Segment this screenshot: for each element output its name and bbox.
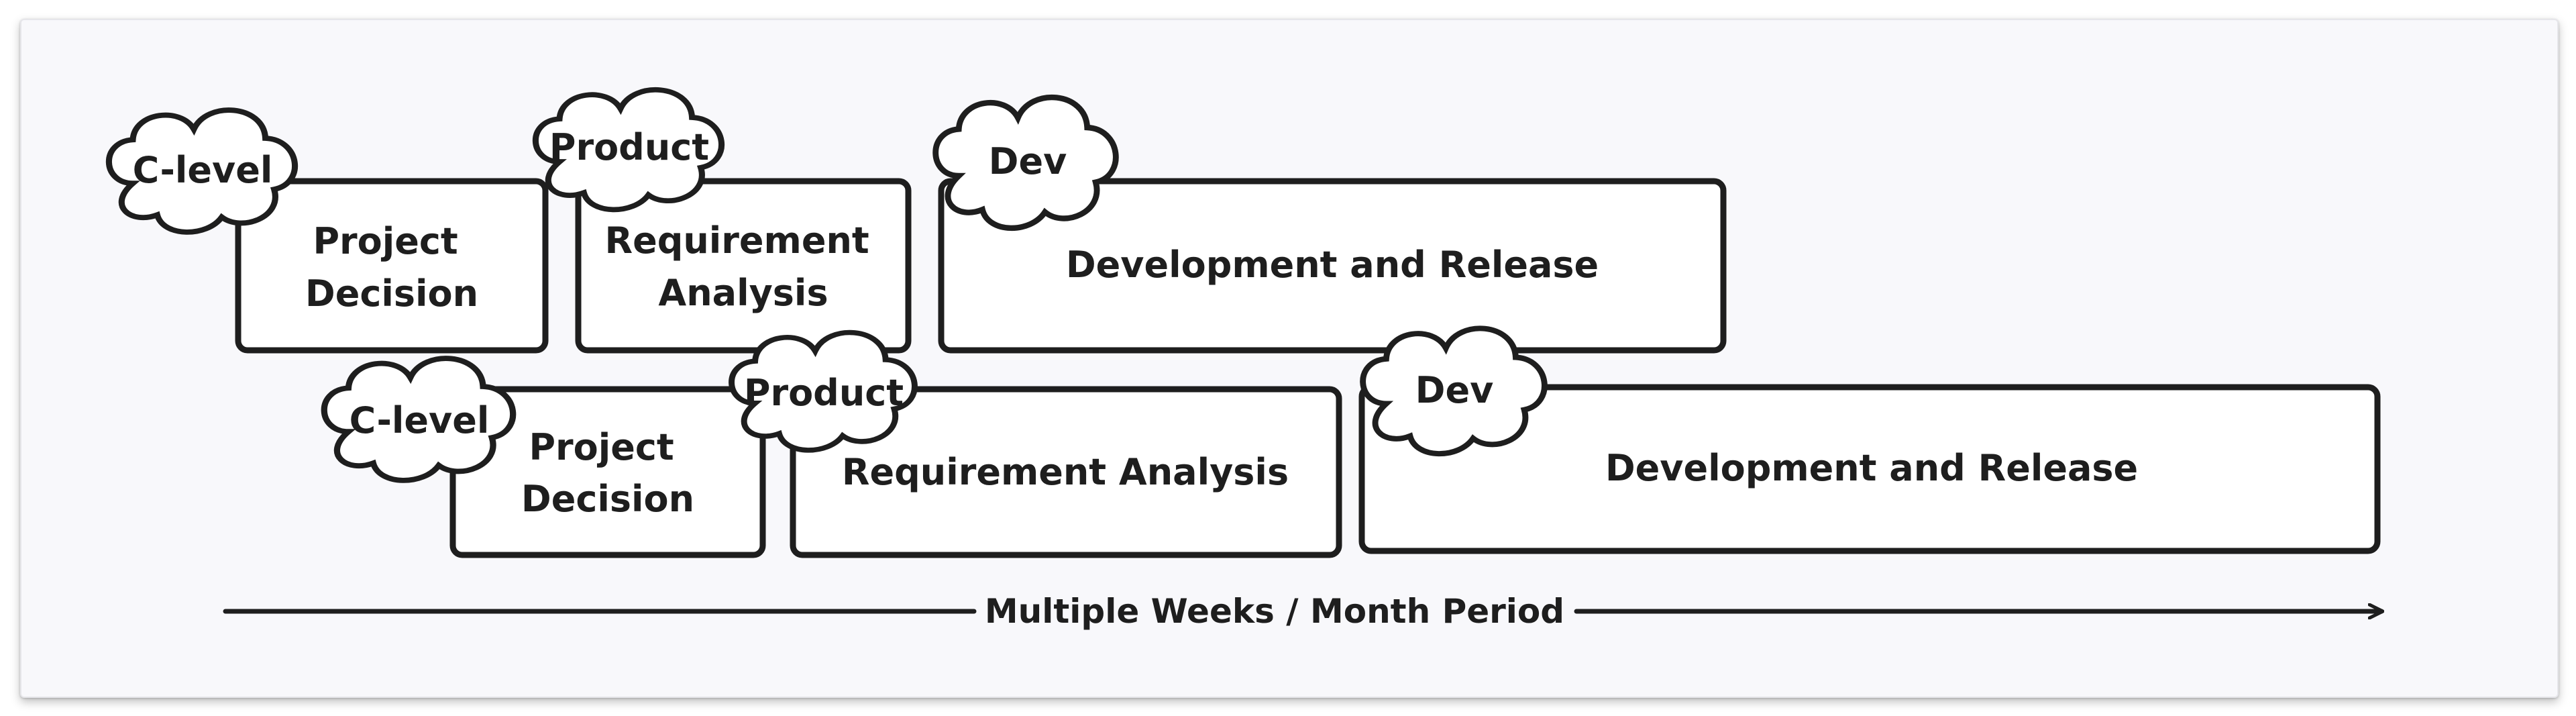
row2-requirement-analysis-label: Requirement Analysis	[842, 451, 1289, 493]
row1-project-decision-box	[235, 178, 549, 354]
row2-c-level-owner-label: C-level	[350, 399, 490, 442]
row2-product-owner-label: Product	[744, 372, 904, 414]
row1-product-owner-label: Product	[549, 126, 709, 168]
row1-c-level-owner-label: C-level	[133, 149, 273, 191]
row2-development-release-box	[1358, 384, 2381, 554]
row1-development-release-label: Development and Release	[1066, 244, 1599, 286]
timeline-label: Multiple Weeks / Month Period	[985, 592, 1564, 631]
row1-development-release-box	[938, 178, 1727, 354]
row2-development-release-label: Development and Release	[1605, 447, 2138, 489]
row2-dev-owner-label: Dev	[1415, 369, 1494, 411]
row1-requirement-analysis-label: Requirement Analysis	[604, 219, 881, 314]
row1-dev-owner-label: Dev	[989, 140, 1067, 183]
row1-requirement-analysis-box	[575, 178, 912, 354]
row2-project-decision-label: Project Decision	[521, 426, 694, 520]
row2-requirement-analysis-box	[790, 386, 1342, 558]
row1-project-decision-label: Project Decision	[305, 220, 478, 315]
